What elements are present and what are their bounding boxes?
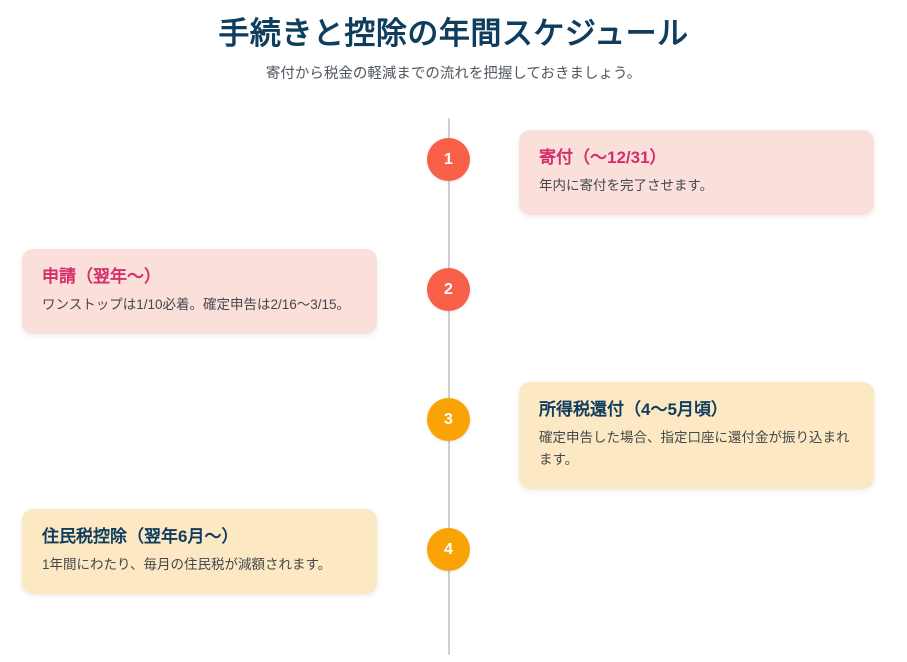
timeline: 1 寄付（〜12/31） 年内に寄付を完了させます。 2 申請（翌年〜） ワンス… (0, 110, 907, 662)
timeline-card-description-1: 年内に寄付を完了させます。 (539, 177, 714, 193)
timeline-step-3: 3 所得税還付（4〜5月頃） 確定申告した場合、指定口座に還付金が振り込まれます… (0, 370, 907, 500)
timeline-card-2[interactable]: 申請（翌年〜） ワンストップは1/10必着。確定申告は2/16〜3/15。 (22, 249, 377, 334)
timeline-card-title-3: 所得税還付（4〜5月頃） (539, 400, 728, 419)
timeline-step-2: 2 申請（翌年〜） ワンストップは1/10必着。確定申告は2/16〜3/15。 (0, 240, 907, 370)
timeline-marker-2[interactable]: 2 (427, 268, 470, 311)
page-title: 手続きと控除の年間スケジュール (218, 16, 689, 51)
timeline-marker-1[interactable]: 1 (427, 138, 470, 181)
timeline-axis-line (448, 118, 450, 655)
timeline-step-1: 1 寄付（〜12/31） 年内に寄付を完了させます。 (0, 110, 907, 240)
timeline-card-1[interactable]: 寄付（〜12/31） 年内に寄付を完了させます。 (519, 130, 874, 215)
timeline-marker-3[interactable]: 3 (427, 398, 470, 441)
timeline-card-4[interactable]: 住民税控除（翌年6月〜） 1年間にわたり、毎月の住民税が減額されます。 (22, 509, 377, 594)
timeline-step-4: 4 住民税控除（翌年6月〜） 1年間にわたり、毎月の住民税が減額されます。 (0, 500, 907, 630)
timeline-marker-4[interactable]: 4 (427, 528, 470, 571)
timeline-card-title-2: 申請（翌年〜） (42, 267, 161, 286)
timeline-card-description-3: 確定申告した場合、指定口座に還付金が振り込まれます。 (539, 429, 850, 467)
page-subtitle: 寄付から税金の軽減までの流れを把握しておきましょう。 (265, 65, 642, 82)
header: 手続きと控除の年間スケジュール 寄付から税金の軽減までの流れを把握しておきましょ… (0, 0, 907, 86)
timeline-card-description-2: ワンストップは1/10必着。確定申告は2/16〜3/15。 (42, 296, 351, 312)
timeline-card-title-4: 住民税控除（翌年6月〜） (42, 527, 239, 546)
timeline-card-3[interactable]: 所得税還付（4〜5月頃） 確定申告した場合、指定口座に還付金が振り込まれます。 (519, 382, 874, 489)
timeline-card-description-4: 1年間にわたり、毎月の住民税が減額されます。 (42, 556, 332, 572)
timeline-card-title-1: 寄付（〜12/31） (539, 148, 667, 167)
